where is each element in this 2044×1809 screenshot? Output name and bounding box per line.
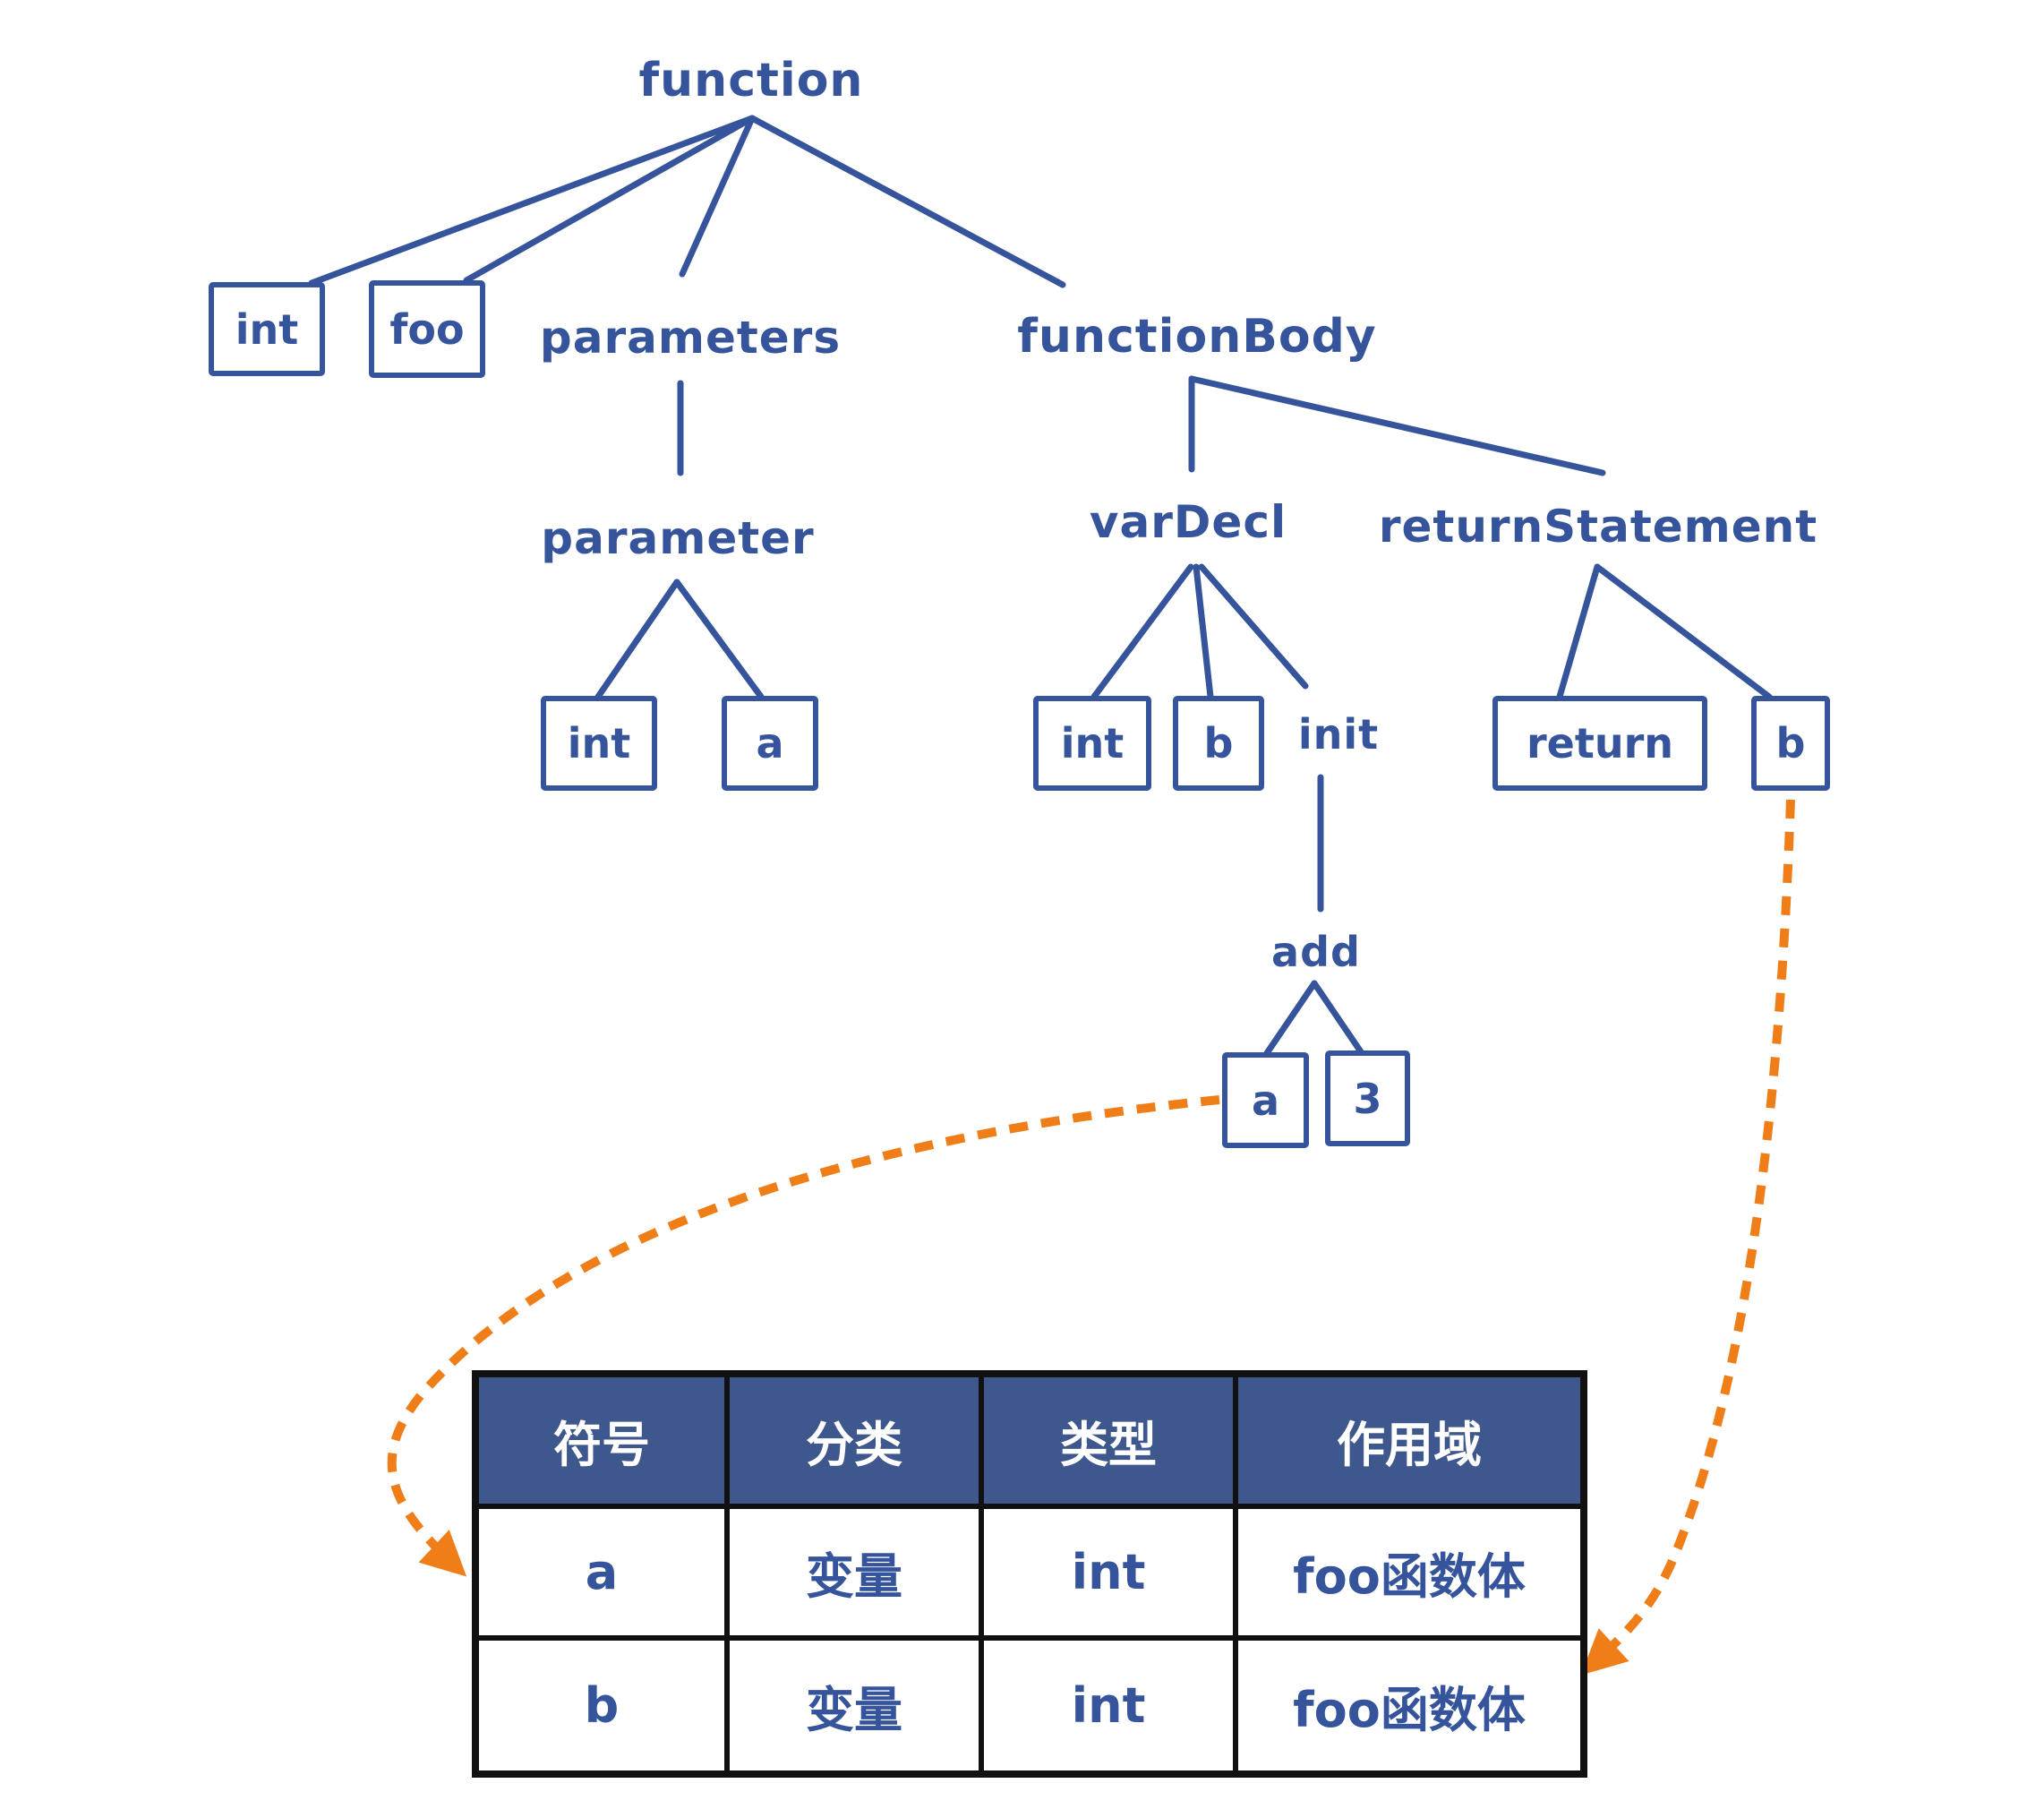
edge-vardecl-init [1198, 563, 1309, 690]
table-row: b 变量 int foo函数体 [473, 1635, 1586, 1777]
header-cell-symbol: 符号 [473, 1371, 730, 1509]
edge-parameter-int [594, 579, 680, 700]
edge-vardecl-b [1193, 563, 1214, 700]
ast-label-init: init [1297, 710, 1380, 759]
header-cell-type: 类型 [979, 1371, 1238, 1509]
cell-scope: foo函数体 [1233, 1635, 1586, 1777]
cell-symbol: b [473, 1635, 730, 1777]
ast-label-var-decl: varDecl [1089, 496, 1287, 548]
ast-node-box-parameter-a: a [722, 696, 818, 791]
edge-add-3 [1311, 980, 1365, 1057]
ast-label-parameters: parameters [539, 312, 842, 364]
ast-label-function: function [638, 54, 864, 107]
ast-label-return-statement: returnStatement [1378, 501, 1818, 553]
header-cell-scope: 作用域 [1233, 1371, 1586, 1509]
edge-function-functionbody [748, 115, 1066, 288]
ast-node-box-operand-3: 3 [1325, 1050, 1410, 1146]
ast-label-function-body: functionBody [1017, 310, 1377, 364]
edge-vardecl-int [1090, 563, 1194, 700]
ast-label-parameter: parameter [541, 512, 815, 564]
cell-symbol: a [473, 1504, 730, 1641]
cell-category: 变量 [724, 1504, 984, 1641]
edge-functionbody-returnstatement [1188, 375, 1606, 476]
edge-function-parameters [679, 115, 756, 278]
cell-scope: foo函数体 [1233, 1504, 1586, 1641]
ast-node-box-return-type-int: int [209, 282, 325, 376]
ast-node-box-operand-a: a [1222, 1052, 1309, 1148]
symbol-ref-arrow-b [1580, 799, 1795, 1676]
ast-node-box-parameter-int: int [541, 696, 657, 791]
ast-node-box-foo: foo [369, 280, 485, 378]
header-cell-category: 分类 [724, 1371, 984, 1509]
symbol-table: 符号 分类 类型 作用域 a 变量 int foo函数体 b 变量 int fo… [472, 1370, 1587, 1778]
ast-node-box-return-keyword: return [1492, 696, 1707, 791]
ast-label-add: add [1271, 928, 1361, 976]
edge-returnstatement-b [1594, 563, 1773, 700]
ast-node-box-return-b: b [1751, 696, 1830, 791]
cell-category: 变量 [724, 1635, 984, 1777]
edge-add-a [1263, 980, 1318, 1057]
ast-node-box-var-b: b [1173, 696, 1264, 791]
symbol-ref-arrow-a [387, 1095, 1220, 1577]
ast-node-box-var-int: int [1033, 696, 1151, 791]
cell-type: int [979, 1504, 1238, 1641]
symbol-table-header-row: 符号 分类 类型 作用域 [473, 1371, 1586, 1509]
edge-function-foo [463, 115, 756, 284]
cell-type: int [979, 1635, 1238, 1777]
edge-function-int [308, 115, 756, 287]
edge-parameter-a [673, 579, 765, 700]
edge-returnstatement-return [1556, 563, 1601, 700]
table-row: a 变量 int foo函数体 [473, 1504, 1586, 1641]
